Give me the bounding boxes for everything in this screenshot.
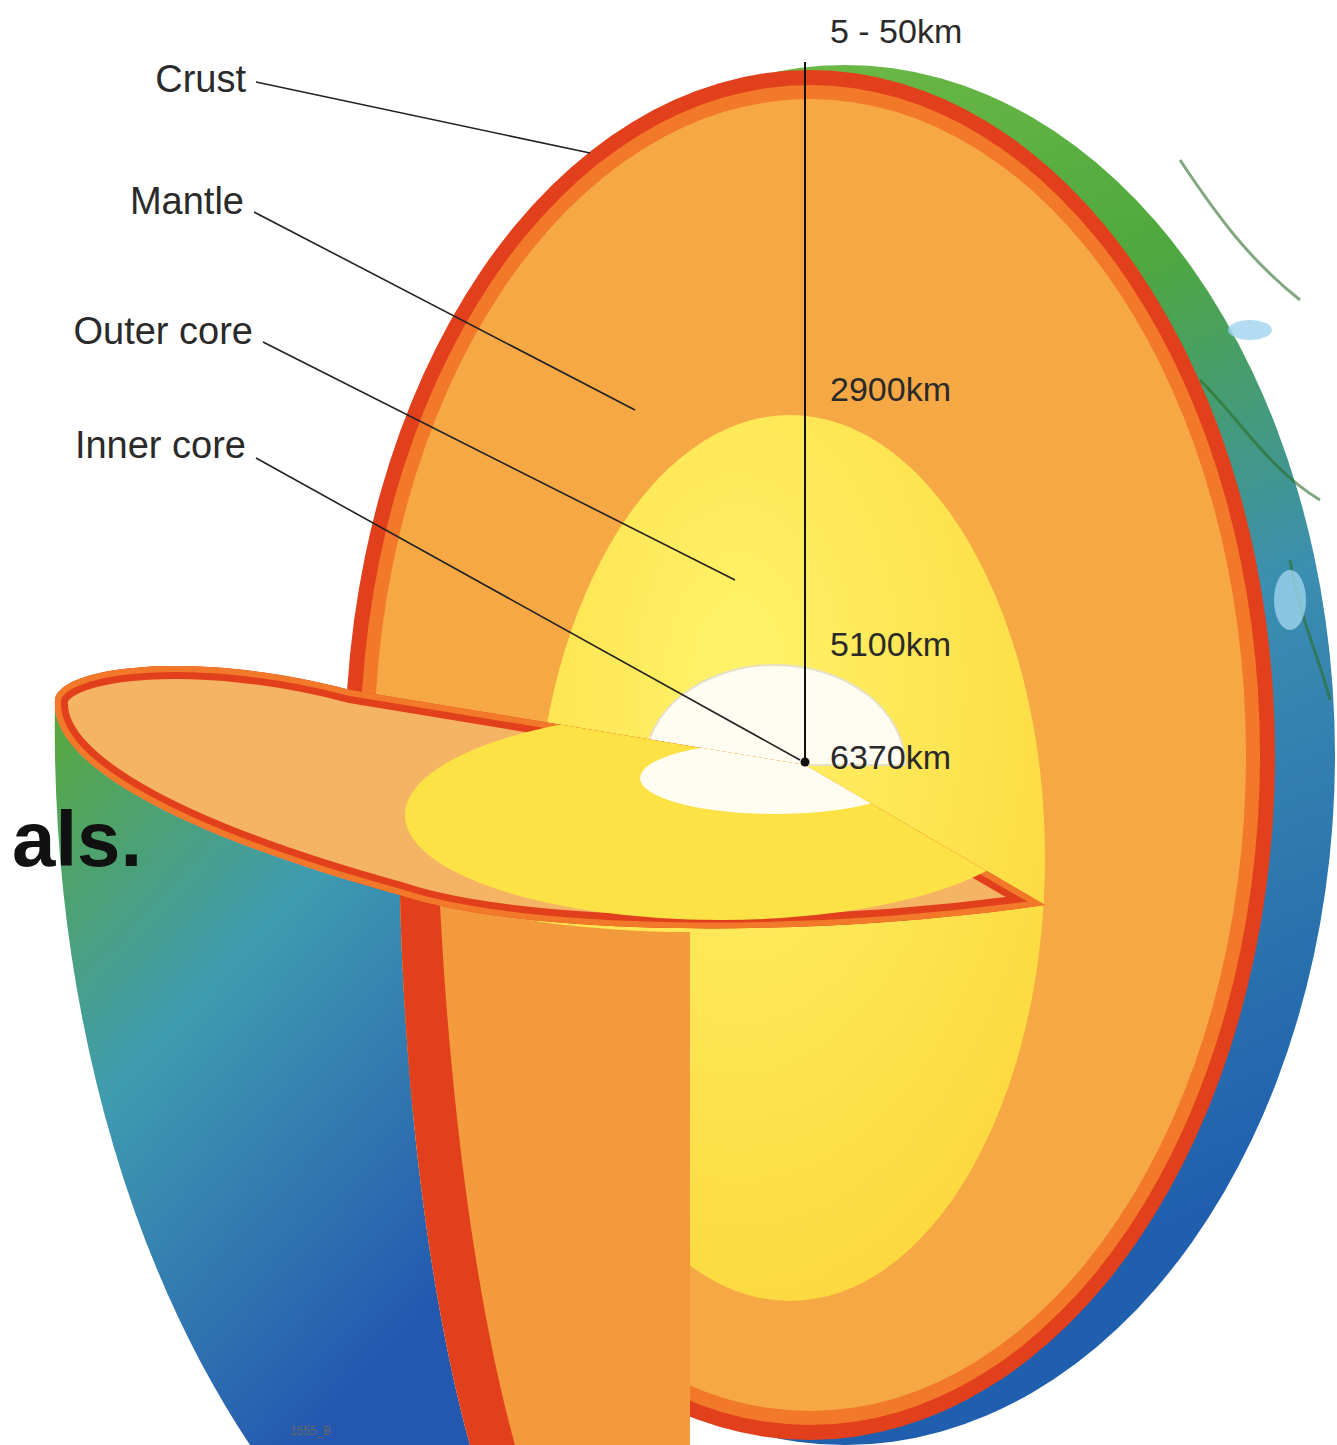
layer-label: Inner core [75, 425, 246, 467]
wedge-front-face [400, 895, 690, 1445]
layer-label: Mantle [130, 181, 244, 223]
radius-line [804, 62, 806, 762]
layer-label: Outer core [73, 311, 253, 353]
image-code: 1555_B [290, 1425, 331, 1438]
depth-label: 6370km [830, 739, 951, 776]
wedge-crust-band [400, 895, 515, 1445]
layer-label: Crust [155, 59, 246, 101]
globe-surface [355, 65, 1335, 1445]
heading-fragment: als. [12, 797, 142, 883]
depth-label: 2900km [830, 371, 951, 408]
leader-lines [254, 82, 800, 760]
centre-dot [801, 758, 810, 767]
depth-label: 5100km [830, 626, 951, 663]
wedge-top-face [55, 666, 1045, 928]
depth-label: 5 - 50km [830, 13, 962, 50]
